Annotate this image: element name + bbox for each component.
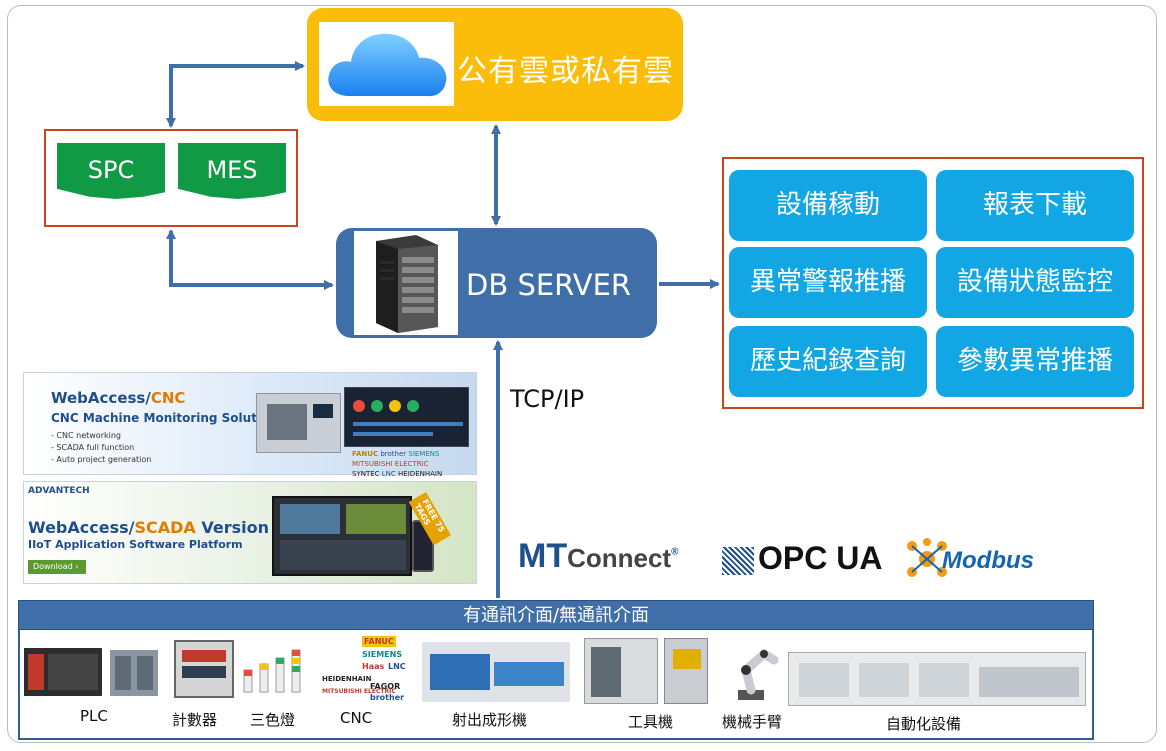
device-label-injection-molding: 射出成形機	[452, 711, 528, 729]
dashboard-screens-picture	[344, 387, 469, 447]
db-server-label: DB SERVER	[466, 268, 632, 302]
banner-cnc-bullet: - CNC networking	[51, 431, 121, 440]
device-label-machine-tool: 工具機	[628, 713, 674, 731]
server-tower-icon	[354, 231, 458, 335]
device-label-plc: PLC	[80, 707, 108, 725]
webaccess-scada-banner: ADVANTECH WebAccess/SCADA Version 9 IIoT…	[23, 481, 477, 584]
arrow-spc-cloud	[166, 61, 305, 128]
device-label-tower-light: 三色燈	[250, 711, 296, 729]
tcpip-label: TCP/IP	[510, 385, 585, 413]
tile-abnormal-alarm-push: 異常警報推播	[729, 247, 927, 318]
banner-scada-subtitle: IIoT Application Software Platform	[28, 538, 243, 551]
plc-module-picture	[110, 650, 158, 696]
tile-equipment-status-monitor: 設備狀態監控	[936, 247, 1134, 318]
mes-doc: MES	[178, 143, 286, 199]
automation-line-picture	[788, 652, 1086, 706]
machine-tool-picture	[584, 638, 658, 704]
tile-report-download: 報表下載	[936, 170, 1134, 241]
mtconnect-logo: MTConnect®	[518, 537, 679, 575]
interface-bar: 有通訊介面/無通訊介面	[18, 600, 1094, 630]
device-label-automation: 自動化設備	[886, 715, 962, 733]
press-machine-picture	[664, 638, 708, 704]
tower-light-picture	[242, 646, 308, 698]
banner-cnc-subtitle: CNC Machine Monitoring Solution	[51, 411, 278, 425]
banner-cnc-brand-logos: FANUC brother SIEMENS MITSUBISHI ELECTRI…	[352, 450, 443, 478]
spc-doc: SPC	[57, 143, 165, 199]
device-label-cnc: CNC	[340, 709, 373, 727]
cloud-label: 公有雲或私有雲	[457, 54, 674, 89]
banner-cnc-bullet: - Auto project generation	[51, 455, 152, 464]
opc-pattern-icon	[722, 547, 754, 575]
advantech-logo: ADVANTECH	[28, 486, 90, 496]
modbus-logo: Modbus	[942, 547, 1034, 574]
banner-download-label: Download	[33, 562, 73, 571]
cloud-icon	[319, 22, 454, 106]
injection-molding-machine-picture	[422, 642, 570, 702]
modbus-network-icon	[906, 538, 948, 580]
outer-frame	[7, 5, 1157, 743]
tile-history-query: 歷史紀錄查詢	[729, 326, 927, 397]
cnc-machine-picture	[256, 393, 341, 453]
opc-ua-logo: OPC UA	[758, 540, 883, 576]
counter-picture	[174, 640, 234, 698]
banner-download-button[interactable]: Download ›	[28, 560, 86, 574]
device-label-counter: 計數器	[172, 711, 218, 729]
tile-parameter-abnormal-push: 參數異常推播	[936, 326, 1134, 397]
robot-arm-picture	[720, 642, 782, 702]
arrow-spc-server	[166, 229, 334, 290]
banner-scada-title: WebAccess/SCADA Version 9	[28, 518, 286, 537]
plc-picture	[24, 648, 102, 696]
laptop-screen-picture	[272, 496, 412, 576]
tile-equipment-utilization: 設備稼動	[729, 170, 927, 241]
banner-cnc-bullet: - SCADA full function	[51, 443, 135, 452]
webaccess-cnc-banner: WebAccess/CNC CNC Machine Monitoring Sol…	[23, 372, 477, 478]
banner-cnc-title: WebAccess/CNC	[51, 389, 186, 407]
device-label-robot-arm: 機械手臂	[722, 713, 783, 731]
cnc-brand-logos: FANUC SIEMENS Haas LNC HEIDENHAIN FAGOR …	[322, 636, 406, 702]
